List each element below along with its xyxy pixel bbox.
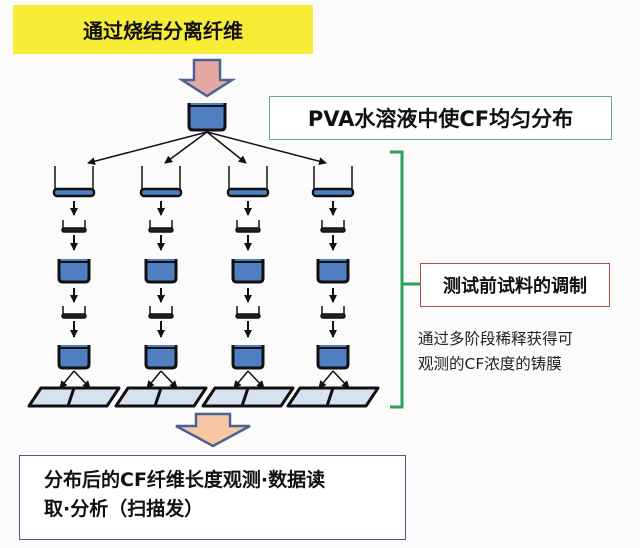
film-divider [240, 387, 250, 407]
split-arrow-left [59, 370, 75, 389]
cast-film-icon [114, 386, 208, 408]
result-text-line-1: 分布后的CF纤维长度观测·数据读 [44, 469, 326, 491]
split-arrow-left [233, 370, 249, 389]
cast-film-icon [286, 386, 380, 408]
small-beaker-icon [235, 220, 261, 233]
beaker-body [57, 345, 91, 370]
small-beaker-icon [61, 306, 87, 319]
fan-out-arrow-2 [164, 131, 208, 164]
beaker-body [144, 259, 178, 284]
cast-film-icon [201, 386, 295, 408]
large-beaker-icon [311, 166, 355, 198]
preparation-note-line-2: 观测的CF浓度的铸膜 [418, 355, 562, 373]
beaker-body [231, 345, 265, 370]
filled-beaker-icon [316, 345, 350, 370]
preparation-step-text: 测试前试料的调制 [443, 276, 587, 297]
bracket-line [390, 150, 404, 409]
beaker-liquid [61, 313, 87, 319]
split-arrow-right [247, 370, 265, 389]
split-arrow-left [318, 370, 334, 389]
beaker-body [231, 259, 265, 284]
bottom-block-arrow-icon [175, 412, 251, 448]
preparation-note: 通过多阶段稀释获得可 观测的CF浓度的铸膜 [418, 327, 640, 377]
top-block-arrow-icon [177, 58, 237, 98]
beaker-liquid [226, 187, 270, 198]
film-sheet [286, 386, 380, 408]
filled-beaker-icon [316, 259, 350, 284]
cast-film-icon [27, 386, 121, 408]
film-divider [66, 387, 76, 407]
filled-beaker-icon [144, 259, 178, 284]
large-beaker-icon [226, 166, 270, 198]
filled-beaker-icon [231, 345, 265, 370]
branch-4 [286, 166, 380, 408]
beaker-liquid [52, 187, 96, 198]
split-arrow-left [146, 370, 162, 389]
preparation-note-line-1: 通过多阶段稀释获得可 [418, 330, 574, 348]
beaker-liquid [139, 187, 183, 198]
beaker-liquid [61, 227, 87, 233]
fan-out-arrow-1 [87, 131, 208, 166]
title-text: 通过烧结分离纤维 [83, 19, 243, 43]
split-arrow-right [73, 370, 91, 389]
large-beaker-icon [139, 166, 183, 198]
beaker-liquid [320, 227, 346, 233]
small-beaker-icon [320, 220, 346, 233]
split-arrow-right [332, 370, 350, 389]
filled-beaker-icon [57, 259, 91, 284]
beaker-body [316, 345, 350, 370]
small-beaker-icon [148, 306, 174, 319]
result-step-box: 分布后的CF纤维长度观测·数据读 取·分析（扫描发） [19, 455, 406, 540]
film-divider [153, 387, 163, 407]
title-box: 通过烧结分离纤维 [13, 5, 313, 54]
filled-beaker-icon [144, 345, 178, 370]
beaker-liquid [311, 187, 355, 198]
filled-beaker-icon [57, 345, 91, 370]
filled-beaker-icon [231, 259, 265, 284]
fan-out-arrow-3 [206, 131, 247, 164]
beaker-liquid [320, 313, 346, 319]
beaker-body [144, 345, 178, 370]
fan-out-arrow-4 [206, 131, 327, 166]
beaker-body [187, 103, 227, 132]
small-beaker-icon [235, 306, 261, 319]
film-sheet [27, 386, 121, 408]
beaker-liquid [148, 227, 174, 233]
small-beaker-icon [148, 220, 174, 233]
small-beaker-icon [320, 306, 346, 319]
main-beaker-icon [187, 103, 227, 132]
large-beaker-icon [52, 166, 96, 198]
beaker-body [316, 259, 350, 284]
branch-1 [27, 166, 121, 408]
beaker-liquid [235, 313, 261, 319]
film-sheet [201, 386, 295, 408]
branch-2 [114, 166, 208, 408]
branch-3 [201, 166, 295, 408]
split-arrow-right [160, 370, 178, 389]
beaker-liquid [235, 227, 261, 233]
result-text-line-2: 取·分析（扫描发） [44, 498, 204, 520]
dispersion-step-box: PVA水溶液中使CF均匀分布 [269, 96, 612, 140]
preparation-step-box: 测试前试料的调制 [420, 263, 610, 307]
beaker-body [57, 259, 91, 284]
dispersion-step-text: PVA水溶液中使CF均匀分布 [307, 107, 574, 131]
film-sheet [114, 386, 208, 408]
small-beaker-icon [61, 220, 87, 233]
film-divider [325, 387, 335, 407]
beaker-liquid [148, 313, 174, 319]
